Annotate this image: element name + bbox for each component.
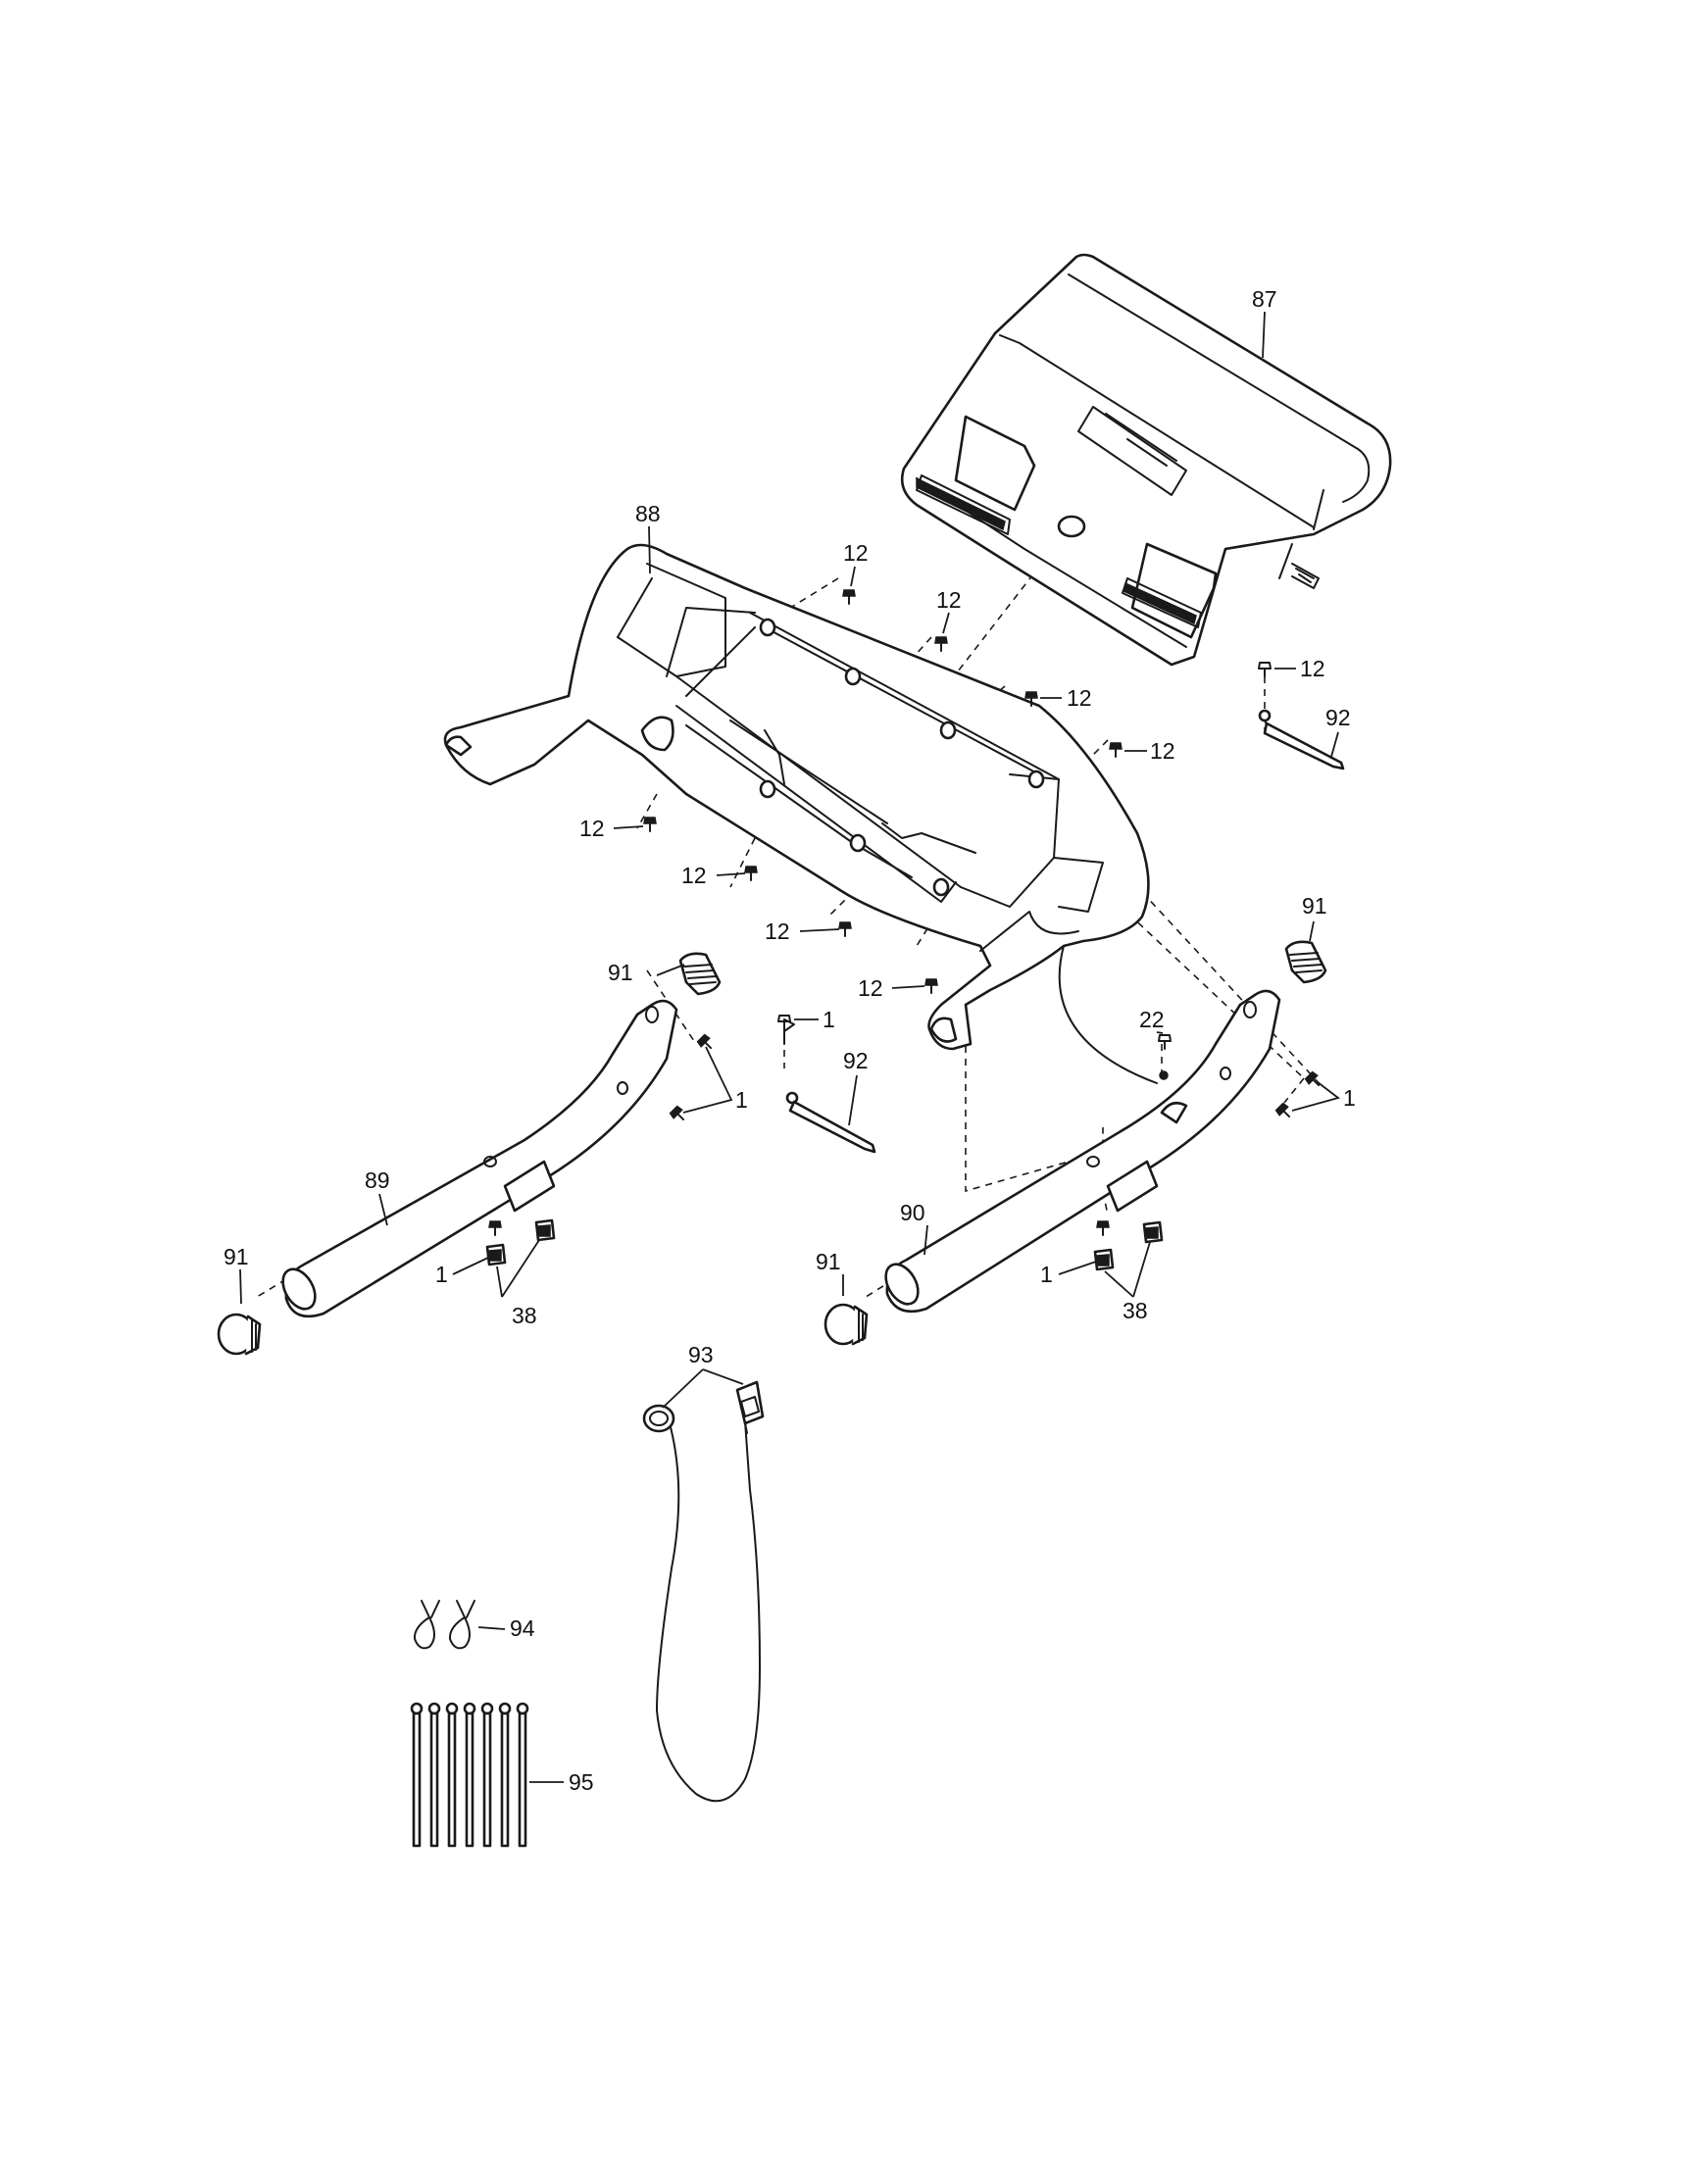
callout-87: 87 (1252, 286, 1277, 312)
callout-12: 12 (1300, 656, 1325, 681)
end-cap-91 (824, 1303, 869, 1346)
callout-12: 12 (681, 863, 707, 888)
callout-91: 91 (224, 1244, 249, 1269)
callout-38: 38 (1123, 1298, 1148, 1323)
callout-91: 91 (1302, 893, 1327, 918)
screw-22 (1158, 1034, 1172, 1080)
callout-1: 1 (823, 1007, 835, 1032)
callout-12: 12 (579, 816, 605, 841)
callout-12: 12 (858, 975, 883, 1001)
callout-38: 38 (512, 1303, 537, 1328)
callout-22: 22 (1139, 1007, 1165, 1032)
handlebar-cover-88 (443, 543, 1158, 1084)
callout-12: 12 (1150, 738, 1175, 764)
callout-1: 1 (435, 1262, 448, 1287)
callout-1: 1 (735, 1087, 748, 1113)
clip-nuts-38 (485, 1218, 1164, 1271)
end-cap-91 (217, 1313, 262, 1356)
safety-key-93 (642, 1380, 765, 1803)
screw-12 (934, 636, 948, 652)
callout-labels: 87 88 12 12 12 12 12 12 12 12 12 12 92 9… (224, 286, 1356, 1795)
screw-12 (744, 866, 758, 881)
callout-90: 90 (900, 1200, 925, 1225)
screw-12 (1024, 691, 1038, 707)
callout-92: 92 (843, 1048, 869, 1073)
screws-12 (643, 589, 1272, 994)
callout-94: 94 (510, 1615, 535, 1641)
screw-12 (643, 817, 657, 832)
callout-93: 93 (688, 1342, 714, 1367)
callout-95: 95 (569, 1769, 594, 1795)
callout-92: 92 (1325, 705, 1351, 730)
callout-91: 91 (608, 960, 633, 985)
ground-wire-92-upper (1258, 709, 1345, 770)
screw-12 (924, 978, 938, 994)
callout-1: 1 (1343, 1085, 1356, 1111)
right-upright-90 (884, 989, 1281, 1314)
leader-lines (239, 311, 1340, 1783)
screws-1 (488, 1015, 1321, 1236)
callout-12: 12 (765, 918, 790, 944)
screw-12 (1258, 662, 1272, 677)
cable-ties-94 (413, 1600, 475, 1650)
end-cap-91 (678, 952, 722, 996)
end-cap-91 (1284, 940, 1327, 984)
callout-12: 12 (843, 540, 869, 566)
left-upright-89 (281, 999, 678, 1318)
screw-12 (1109, 742, 1123, 758)
screw-12 (842, 589, 856, 605)
ground-wire-92-lower (783, 1018, 876, 1154)
callout-91: 91 (816, 1249, 841, 1274)
console-87 (900, 253, 1392, 667)
callout-12: 12 (936, 587, 962, 613)
callout-1: 1 (1040, 1262, 1053, 1287)
callout-89: 89 (365, 1167, 390, 1193)
wire-ties-95 (410, 1702, 529, 1848)
callout-88: 88 (635, 501, 661, 526)
screw-12 (838, 921, 852, 937)
callout-12: 12 (1067, 685, 1092, 711)
